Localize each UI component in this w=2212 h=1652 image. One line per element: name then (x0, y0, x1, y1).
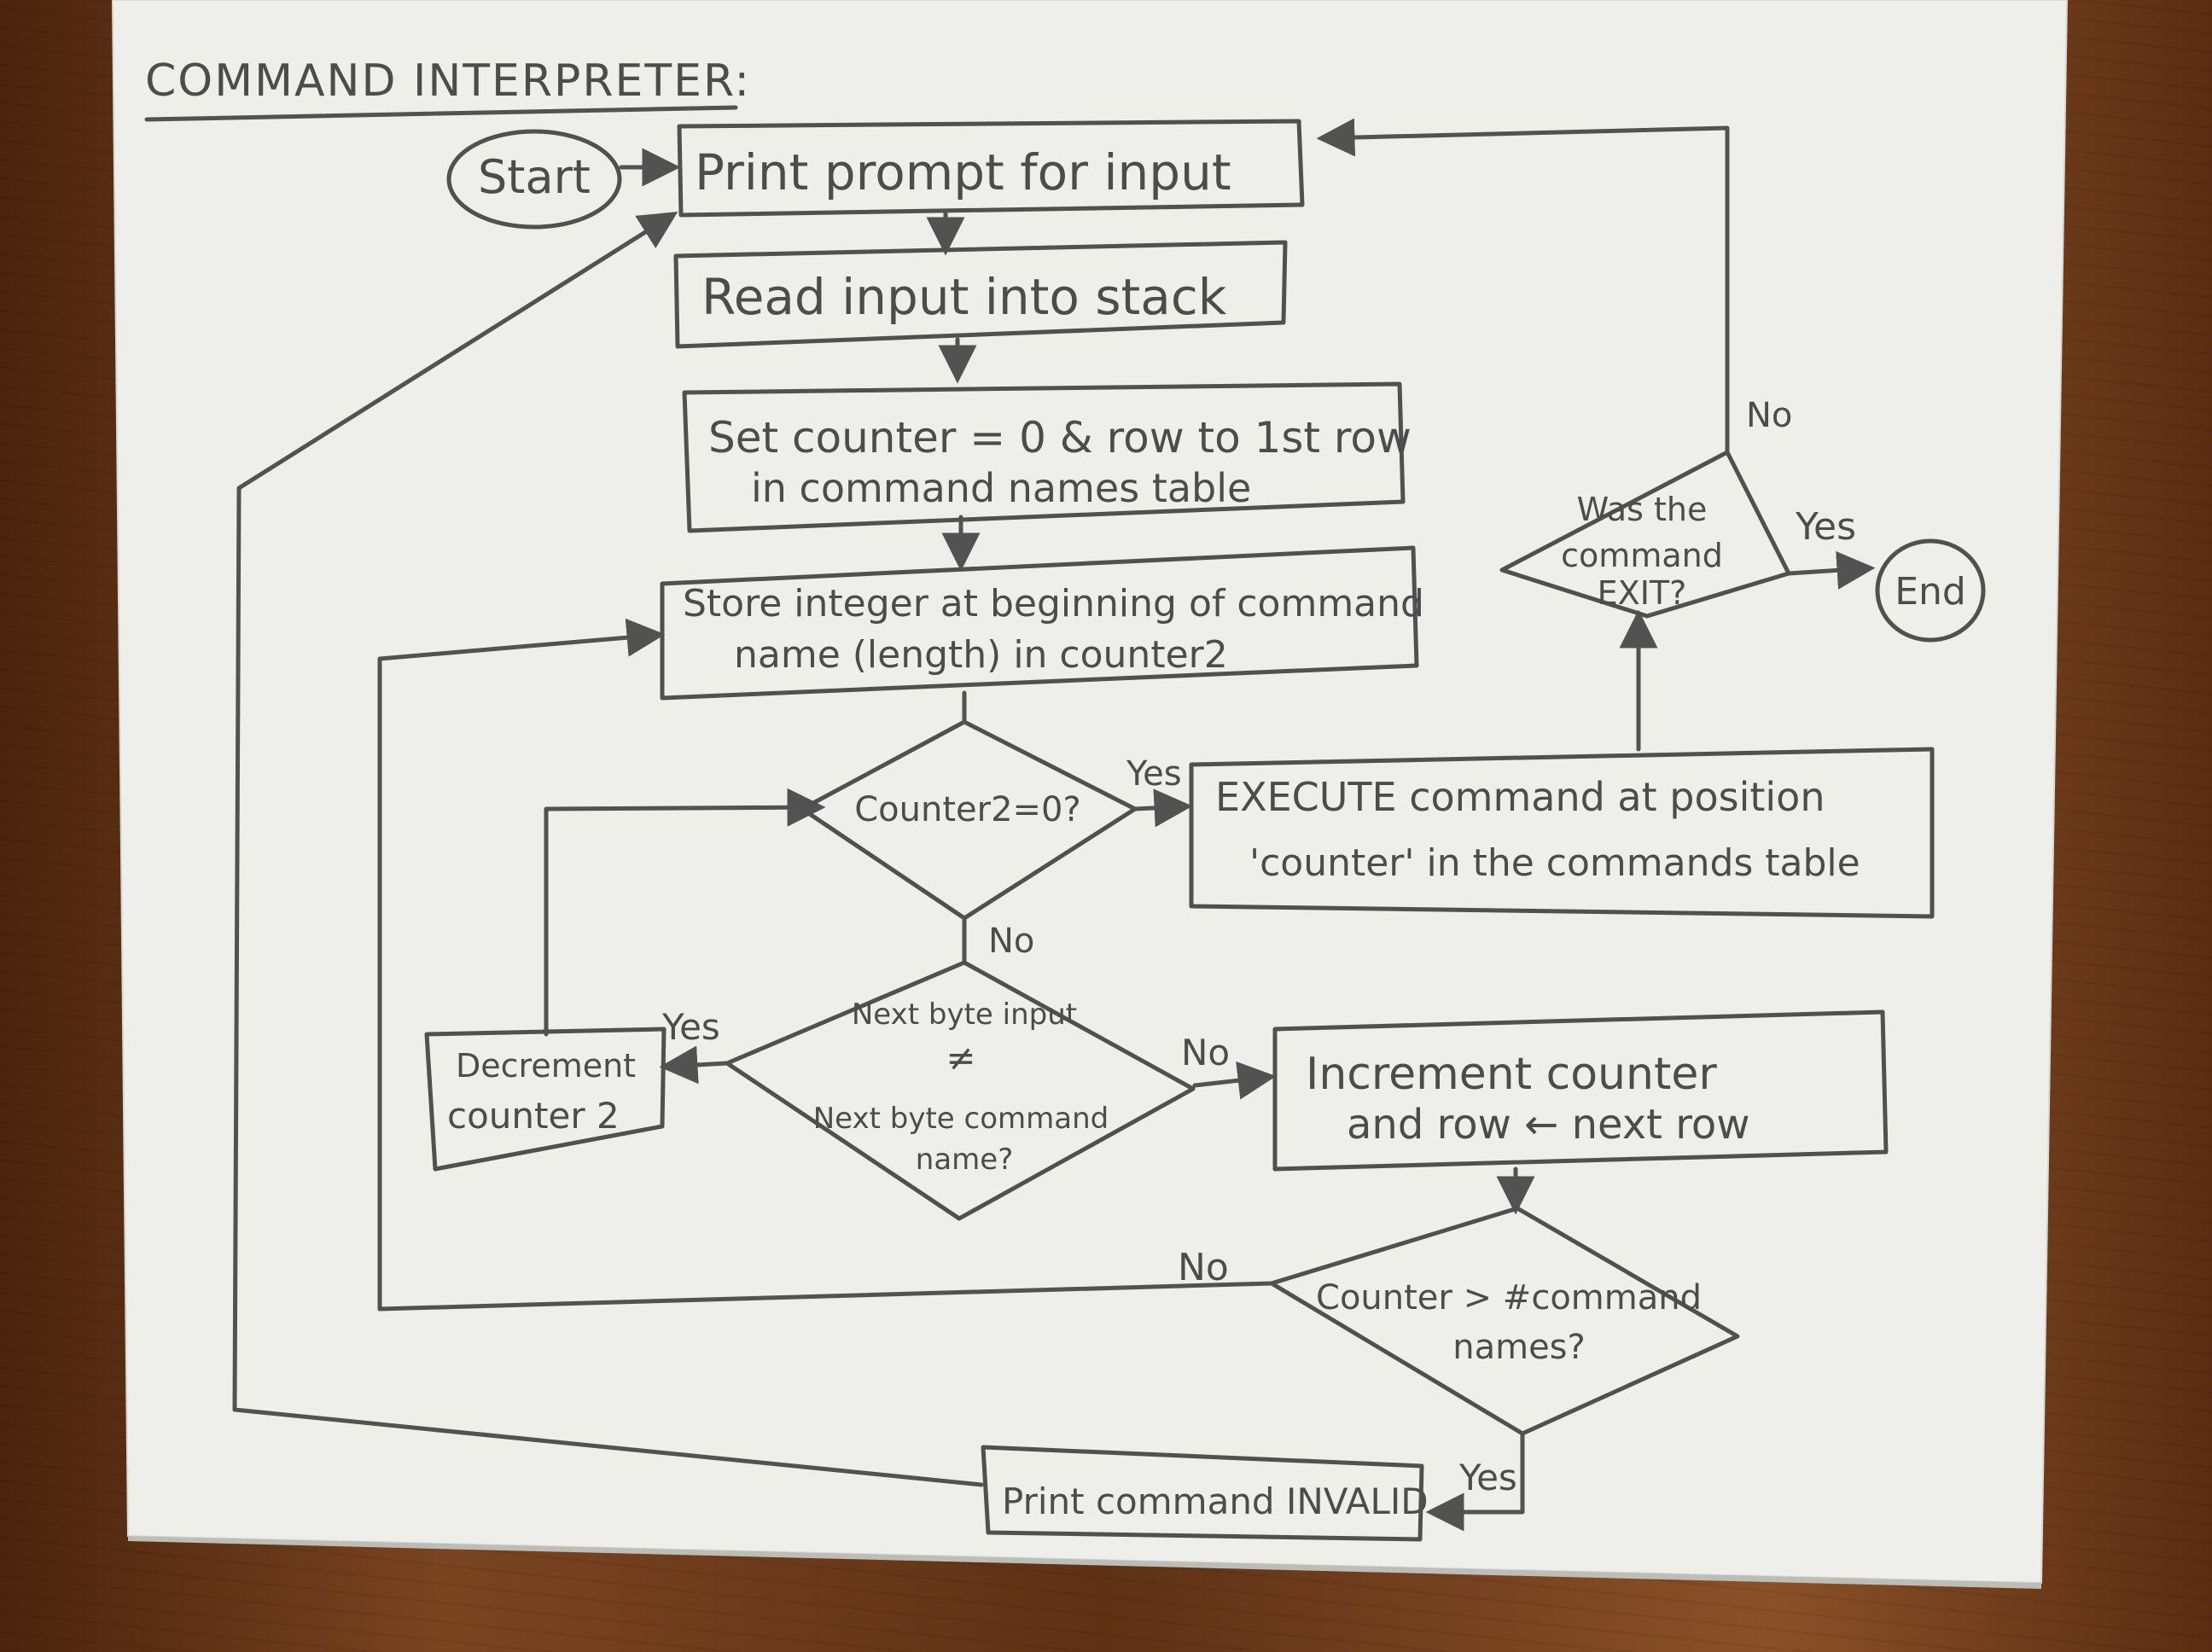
counter2-zero-decision: Counter2=0? (800, 719, 1138, 921)
execute-line1: EXECUTE command at position (1215, 774, 1825, 820)
counter-greater-decision: Counter > #command names? (1269, 1206, 1740, 1436)
next-byte-line4: name? (916, 1143, 1013, 1177)
store-integer-box: Store integer at beginning of command na… (660, 545, 1424, 701)
start-node: Start (446, 129, 622, 230)
svg-text:Print prompt for input: Print prompt for input (695, 143, 1231, 201)
svg-text:End: End (1895, 570, 1966, 614)
exit-no-label: No (1746, 396, 1792, 435)
was-exit-line3: EXIT? (1598, 574, 1687, 612)
was-exit-decision: Was the command EXIT? (1499, 450, 1791, 619)
was-exit-line2: command (1561, 537, 1723, 574)
print-invalid-box: Print command INVALID (981, 1445, 1429, 1542)
zero-no-label: No (988, 922, 1034, 961)
set-counter-line2: in command names table (751, 465, 1251, 511)
increment-line2: and row ← next row (1347, 1101, 1750, 1149)
svg-text:Counter2=0?: Counter2=0? (854, 790, 1081, 829)
increment-box: Increment counter and row ← next row (1272, 1009, 1889, 1172)
next-byte-line2: ≠ (946, 1037, 975, 1079)
print-prompt-box: Print prompt for input (677, 119, 1305, 218)
exit-yes-label: Yes (1795, 505, 1856, 549)
set-counter-line1: Set counter = 0 & row to 1st row (708, 413, 1412, 462)
svg-text:Start: Start (478, 150, 591, 204)
next-byte-decision: Next byte input ≠ Next byte command name… (725, 960, 1196, 1221)
gt-yes-label: Yes (1458, 1457, 1517, 1498)
title-underline (144, 105, 738, 122)
set-counter-box: Set counter = 0 & row to 1st row in comm… (682, 381, 1412, 533)
store-integer-line2: name (length) in counter2 (734, 633, 1228, 677)
byte-yes-label: Yes (661, 1006, 720, 1048)
increment-line1: Increment counter (1306, 1049, 1717, 1100)
byte-no-label: No (1181, 1032, 1230, 1073)
svg-text:Print command INVALID: Print command INVALID (1002, 1480, 1429, 1522)
end-node: End (1875, 538, 1986, 643)
counter-greater-line1: Counter > #command (1316, 1278, 1702, 1318)
store-integer-line1: Store integer at beginning of command (683, 582, 1424, 625)
decrement-line2: counter 2 (447, 1095, 620, 1137)
svg-text:Read input into stack: Read input into stack (701, 268, 1227, 326)
execute-box: EXECUTE command at position 'counter' in… (1189, 747, 1935, 919)
gt-no-label: No (1178, 1246, 1229, 1289)
decrement-line1: Decrement (456, 1047, 636, 1085)
paper-shadow-edge (128, 1536, 2041, 1589)
next-byte-line1: Next byte input (852, 998, 1077, 1032)
execute-line2: 'counter' in the commands table (1249, 841, 1860, 885)
read-input-box: Read input into stack (673, 240, 1288, 349)
decrement-box: Decrement counter 2 (424, 1027, 667, 1172)
was-exit-line1: Was the (1577, 491, 1708, 528)
next-byte-line3: Next byte command (813, 1102, 1109, 1136)
zero-yes-label: Yes (1126, 754, 1182, 794)
counter-greater-line2: names? (1452, 1328, 1586, 1367)
connectors (232, 118, 1876, 1532)
page-title: COMMAND INTERPRETER: (145, 55, 751, 107)
